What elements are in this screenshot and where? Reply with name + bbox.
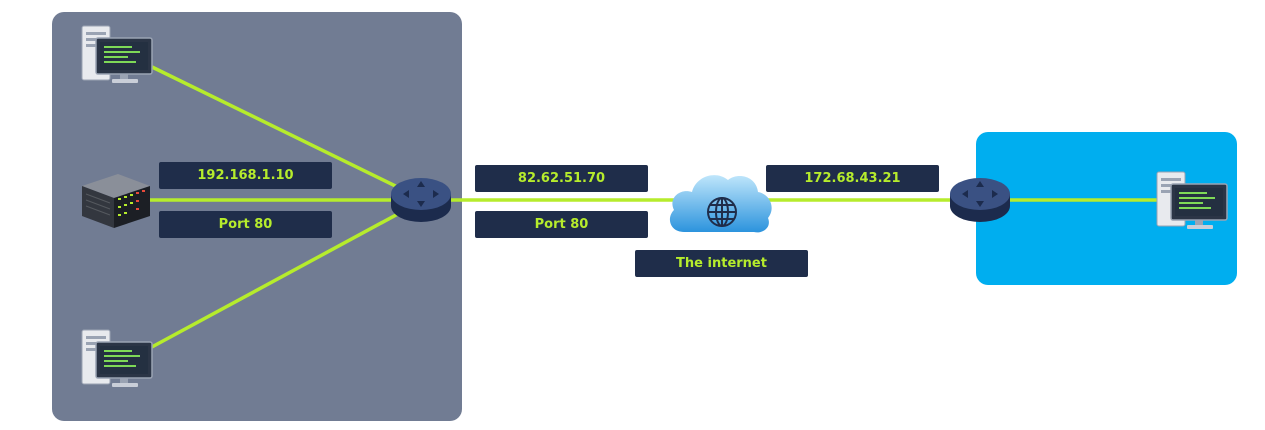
desktop-computer-icon xyxy=(81,25,153,83)
lan-ip-label: 192.168.1.10 xyxy=(159,162,332,189)
desktop-computer-icon xyxy=(1156,171,1228,229)
public-port-label: Port 80 xyxy=(475,211,648,238)
link-bottom-workstation xyxy=(148,200,422,350)
router-icon xyxy=(950,178,1010,222)
router-icon xyxy=(391,178,451,222)
cloud-globe-icon xyxy=(669,175,772,233)
desktop-computer-icon xyxy=(81,329,153,387)
remote-ip-label: 172.68.43.21 xyxy=(766,165,939,192)
internet-label: The internet xyxy=(635,250,808,277)
link-top-workstation xyxy=(148,64,422,200)
public-ip-label: 82.62.51.70 xyxy=(475,165,648,192)
server-rack-icon xyxy=(82,174,150,228)
lan-port-label: Port 80 xyxy=(159,211,332,238)
